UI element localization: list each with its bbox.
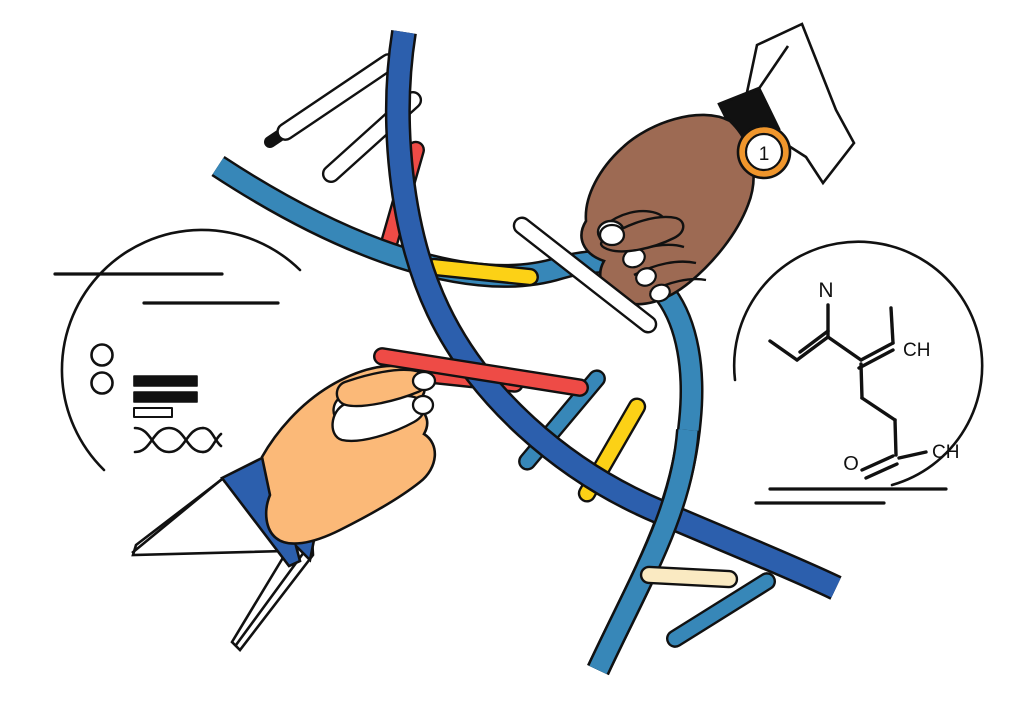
hand-dark-skin-group: 1 [580,22,856,306]
data-bubble-bar-1 [133,375,198,387]
data-bubble-bar-3 [133,407,173,418]
molecule-label-nitrogen: N [818,279,833,302]
hand-dark-fingernail-3 [649,283,671,303]
rung-cream-bottom [639,565,739,589]
data-bubble-circle [60,228,302,472]
watch-face-label: 1 [759,144,770,165]
rung-blue-bottom [666,572,776,648]
hand-dark-index-nail [598,223,626,247]
molecule-bubble: N CH O CH [732,240,984,505]
molecule-label-methine-upper: CH [903,340,930,361]
hand-dark-fingernail-2 [635,267,657,287]
data-bubble-dot-2 [90,371,114,395]
dna-rungs-bottom [639,565,776,648]
molecule-bubble-circle [732,240,984,487]
hand-dark-palm [580,113,755,306]
dna-strand-light-blue-front [587,429,700,676]
hand-light-skin-group [131,364,437,652]
data-bubble-bar-2 [133,391,198,403]
molecule-label-oxygen: O [843,453,859,475]
data-bubble [53,228,302,472]
molecule-structure [768,303,928,480]
data-bubble-helix-glyph [133,426,223,454]
hand-light-index-over-stick [335,368,429,408]
hand-light-fingernail [411,394,435,416]
rung-white-held [512,216,658,334]
hand-light-index-nail [411,370,437,392]
watch-face [744,132,784,172]
dna-strand-dark-blue [384,29,842,600]
rung-red-held-front [373,347,589,397]
molecule-label-methine-lower: CH [932,442,959,463]
hand-dark-index-over-stick [599,215,685,253]
data-bubble-dot-1 [90,343,114,367]
